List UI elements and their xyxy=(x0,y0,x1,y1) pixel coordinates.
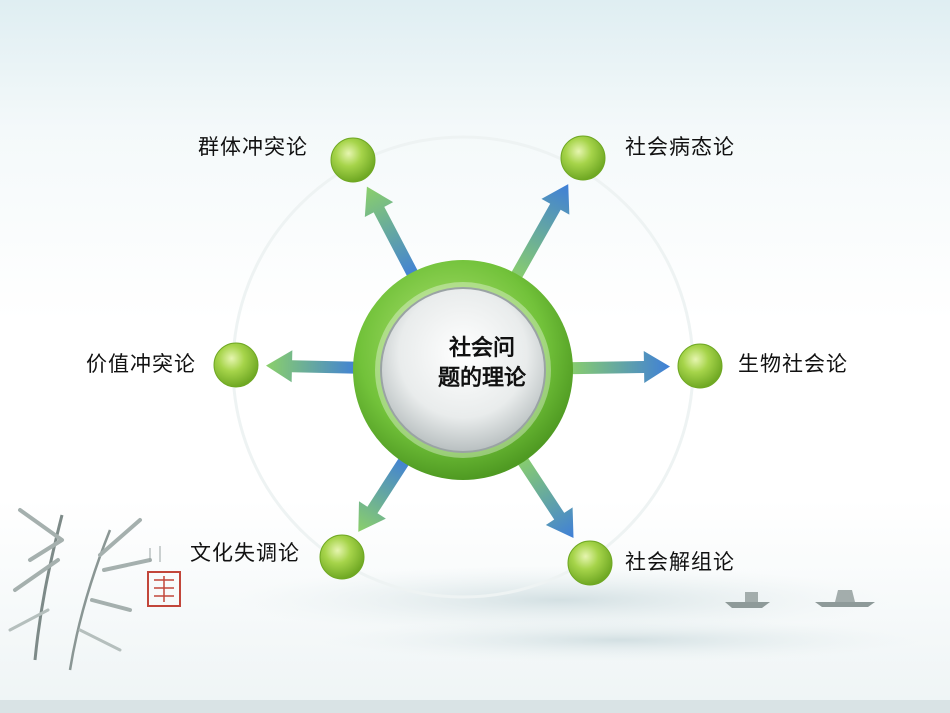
node-social-disorganization xyxy=(567,540,613,586)
node-value-conflict xyxy=(213,342,259,388)
label-social-disorganization: 社会解组论 xyxy=(625,550,735,574)
node-biological-sociology xyxy=(677,343,723,389)
bamboo-painting xyxy=(8,508,152,671)
background-scenery xyxy=(0,566,950,713)
center-title: 社会问 题的理论 xyxy=(402,334,562,394)
arrow-biological-sociology xyxy=(566,350,671,383)
arrow-shape-social-pathology xyxy=(509,184,570,283)
arrow-shape-social-disorganization xyxy=(515,453,574,538)
label-value-conflict: 价值冲突论 xyxy=(86,352,196,376)
boats-icon xyxy=(725,590,875,608)
arrow-shape-group-conflict xyxy=(364,186,421,281)
label-biological-sociology: 生物社会论 xyxy=(738,352,848,376)
center-disc xyxy=(380,287,546,453)
arrow-shape-value-conflict xyxy=(265,350,360,383)
center-title-line1: 社会问 xyxy=(448,336,515,361)
label-cultural-lag: 文化失调论 xyxy=(190,541,300,565)
arrow-social-disorganization xyxy=(515,453,574,538)
arrow-shape-cultural-lag xyxy=(358,454,412,532)
seal-stamp-icon xyxy=(147,546,181,607)
arrow-cultural-lag xyxy=(358,454,412,532)
node-social-pathology xyxy=(560,135,606,181)
arrow-social-pathology xyxy=(509,184,570,283)
mist-band xyxy=(230,566,890,634)
arrow-group-conflict xyxy=(364,186,421,281)
label-group-conflict: 群体冲突论 xyxy=(198,135,308,159)
node-group-conflict xyxy=(330,137,376,183)
node-cultural-lag xyxy=(319,534,365,580)
nodes-group xyxy=(213,135,723,586)
label-social-pathology: 社会病态论 xyxy=(625,135,735,159)
center-hub xyxy=(353,260,573,480)
arrow-value-conflict xyxy=(265,350,360,383)
center-title-line2: 题的理论 xyxy=(437,366,526,391)
bottom-strip xyxy=(0,700,950,713)
arrows-group xyxy=(265,184,671,538)
mist-band-lower xyxy=(320,618,920,662)
arrow-shape-biological-sociology xyxy=(566,350,671,383)
